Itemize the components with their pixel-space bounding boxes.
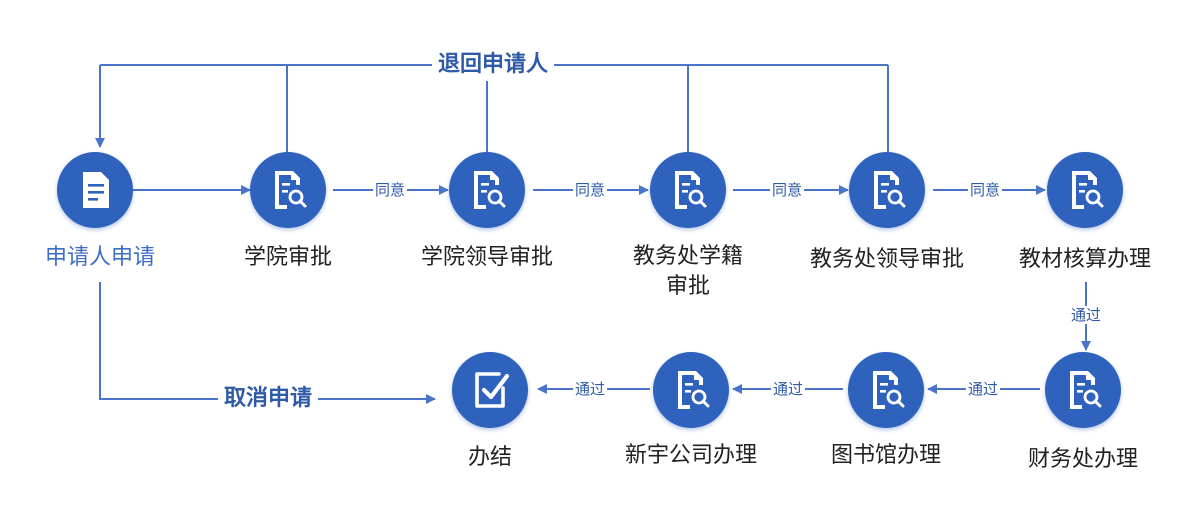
document-search-icon [678, 371, 710, 409]
cancel-label: 取消申请 [217, 385, 319, 413]
return-label: 退回申请人 [431, 51, 555, 79]
document-search-icon [275, 171, 307, 209]
node-label-apply: 申请人申请 [44, 245, 155, 270]
node-label-textbook: 教材核算办理 [1018, 247, 1151, 272]
node-finance[interactable] [1045, 352, 1121, 428]
node-label-college: 学院审批 [243, 245, 332, 270]
node-library[interactable] [848, 352, 924, 428]
node-done[interactable] [452, 352, 528, 428]
document-search-icon [873, 371, 905, 409]
node-registry-lead[interactable] [849, 152, 925, 228]
node-label-xinyu: 新宇公司办理 [624, 443, 757, 468]
edge-label-pass-2: 通过 [965, 380, 1001, 398]
edge-label-pass-3: 通过 [770, 380, 806, 398]
document-search-icon [874, 171, 906, 209]
document-search-icon [474, 171, 506, 209]
node-apply[interactable] [57, 152, 133, 228]
edge-label-agree-1: 同意 [372, 181, 408, 199]
edge-label-agree-2: 同意 [572, 181, 608, 199]
node-xinyu[interactable] [653, 352, 729, 428]
checkbox-icon [475, 372, 510, 408]
node-label-library: 图书馆办理 [830, 443, 941, 468]
edge-label-pass-1: 通过 [1068, 306, 1104, 324]
document-search-icon [1072, 171, 1104, 209]
node-textbook[interactable] [1047, 152, 1123, 228]
node-label-registry: 教务处学籍审批 [632, 244, 743, 299]
document-icon [83, 172, 109, 208]
document-search-icon [1070, 371, 1102, 409]
edge-label-pass-4: 通过 [572, 380, 608, 398]
node-label-done: 办结 [467, 445, 512, 470]
node-college[interactable] [250, 152, 326, 228]
edge-label-agree-4: 同意 [967, 181, 1003, 199]
document-search-icon [675, 171, 707, 209]
edge-label-agree-3: 同意 [769, 181, 805, 199]
node-label-registry-lead: 教务处领导审批 [809, 247, 964, 272]
node-registry[interactable] [650, 152, 726, 228]
node-college-lead[interactable] [449, 152, 525, 228]
node-label-finance: 财务处办理 [1027, 447, 1138, 472]
cancel-edge [99, 282, 436, 404]
node-label-college-lead: 学院领导审批 [420, 245, 553, 270]
